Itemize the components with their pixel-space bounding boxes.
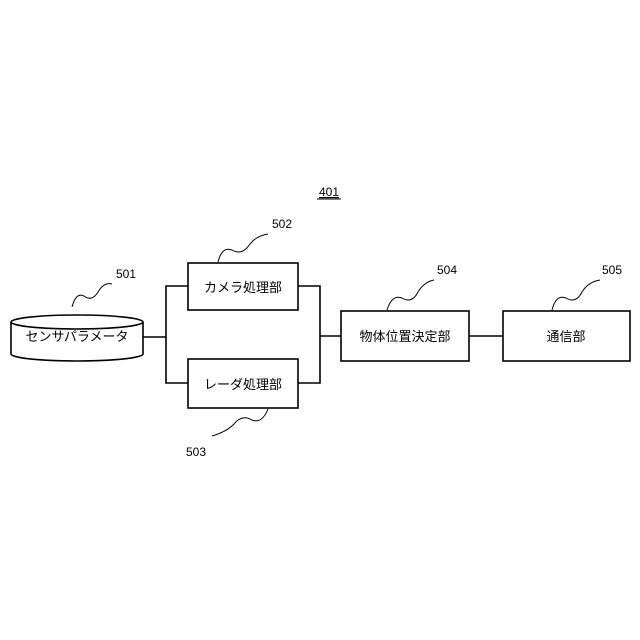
radar-proc-block: レーダ処理部 <box>188 359 298 408</box>
figure-ref-label: 401 <box>319 185 339 199</box>
ref-503: 503 <box>186 445 206 459</box>
object-pos-label: 物体位置決定部 <box>359 330 450 345</box>
leader-501 <box>72 284 112 307</box>
leader-504 <box>387 280 434 310</box>
comm-block: 通信部 <box>503 311 630 361</box>
sensor-params-label: センサパラメータ <box>25 330 128 345</box>
wire-split-bracket <box>166 286 188 383</box>
ref-505: 505 <box>602 263 622 277</box>
camera-proc-block: カメラ処理部 <box>188 263 298 310</box>
comm-label: 通信部 <box>546 330 585 345</box>
ref-501: 501 <box>116 267 136 281</box>
radar-proc-label: レーダ処理部 <box>204 378 282 393</box>
sensor-params-block: センサパラメータ <box>11 315 143 361</box>
ref-502: 502 <box>272 217 292 231</box>
wire-merge-bracket <box>298 286 320 383</box>
leader-505 <box>552 280 600 310</box>
object-pos-block: 物体位置決定部 <box>341 311 469 361</box>
sensor-params-cylinder-top <box>11 315 143 329</box>
camera-proc-label: カメラ処理部 <box>204 281 282 296</box>
ref-504: 504 <box>437 263 457 277</box>
leader-502 <box>218 234 268 262</box>
leader-503 <box>212 409 268 436</box>
